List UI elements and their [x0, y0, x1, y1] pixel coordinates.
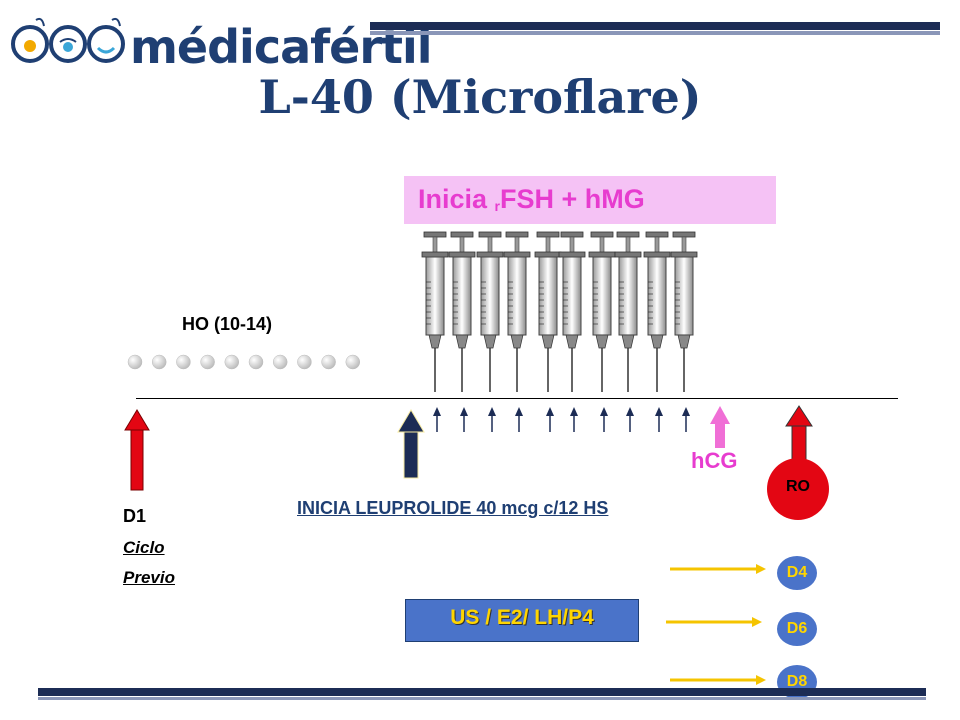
injection-arrow-icon	[433, 407, 441, 432]
monitoring-arrow-d8	[670, 675, 766, 685]
header-divider	[370, 22, 940, 30]
syringe-icon	[614, 231, 642, 392]
injection-arrow-icon	[515, 407, 523, 432]
injection-arrow-icon	[570, 407, 578, 432]
stimulation-label-subscript: r	[494, 198, 500, 214]
pill-icon	[321, 354, 336, 370]
pill-icon	[200, 354, 215, 370]
contraceptive-label: HO (10-14)	[182, 314, 273, 334]
syringe-icon	[503, 231, 531, 392]
syringe-icon	[448, 231, 476, 392]
hcg-arrow-icon	[710, 406, 730, 448]
stimulation-label-main: Inicia	[418, 184, 495, 214]
injection-arrow-icon	[626, 407, 634, 432]
header-divider-shadow	[370, 31, 940, 35]
syringe-icon	[558, 231, 586, 392]
injection-arrow-icon	[546, 407, 554, 432]
pill-icon	[272, 354, 288, 370]
logo-circles-icon	[11, 17, 125, 63]
hcg-label: hCG	[691, 448, 738, 473]
pill-icon	[297, 354, 312, 370]
footer-divider	[38, 688, 926, 696]
previo-label: Previo	[123, 568, 175, 587]
monitoring-arrows	[666, 564, 766, 685]
syringe-icon	[476, 231, 504, 392]
injection-arrow-icon	[600, 407, 608, 432]
day-marker-d4	[777, 556, 817, 590]
syringe-icon	[534, 231, 562, 392]
pill-icon	[151, 354, 167, 370]
monitoring-arrow-d4	[670, 564, 766, 574]
leuprolide-arrow-icon	[397, 409, 425, 479]
syringe-icon	[421, 231, 449, 392]
syringes	[421, 231, 698, 392]
monitoring-label: US / E2/ LH/P4	[450, 606, 594, 629]
syringe-icon	[670, 231, 698, 392]
pill-icon	[345, 354, 361, 370]
injection-arrow-icon	[488, 407, 496, 432]
stimulation-label: Inicia rFSH + hMG	[418, 184, 645, 215]
syringe-icon	[643, 231, 671, 392]
day-label-d6: D6	[786, 620, 808, 637]
ro-arrow-icon	[785, 405, 813, 463]
stimulation-label-box	[404, 176, 776, 224]
leuprolide-label: INICIA LEUPROLIDE 40 mcg c/12 HS	[297, 498, 609, 518]
syringe-icon	[588, 231, 616, 392]
monitoring-arrow-d6	[666, 617, 762, 627]
slide-title: L-40 (Microflare)	[258, 70, 702, 124]
day-label-d8: D8	[786, 673, 808, 690]
contraceptive-pills	[127, 354, 361, 370]
d1-label: D1	[123, 506, 147, 526]
day-label-d4: D4	[786, 564, 808, 581]
day-marker-d6	[777, 612, 817, 646]
stimulation-label-rest: FSH + hMG	[499, 184, 645, 214]
ciclo-label: Ciclo	[123, 538, 165, 557]
footer-divider-shadow	[38, 697, 926, 700]
pill-icon	[176, 354, 191, 370]
monitoring-box	[405, 599, 639, 642]
d1-arrow-icon	[124, 409, 150, 491]
ro-label: RO	[786, 478, 810, 495]
injection-arrow-icon	[655, 407, 663, 432]
ro-marker	[767, 458, 829, 520]
pill-icon	[248, 354, 264, 370]
injection-arrows	[433, 407, 690, 432]
timeline-axis	[136, 398, 898, 399]
pill-icon	[127, 354, 143, 370]
injection-arrow-icon	[460, 407, 468, 432]
injection-arrow-icon	[682, 407, 690, 432]
pill-icon	[224, 354, 240, 370]
